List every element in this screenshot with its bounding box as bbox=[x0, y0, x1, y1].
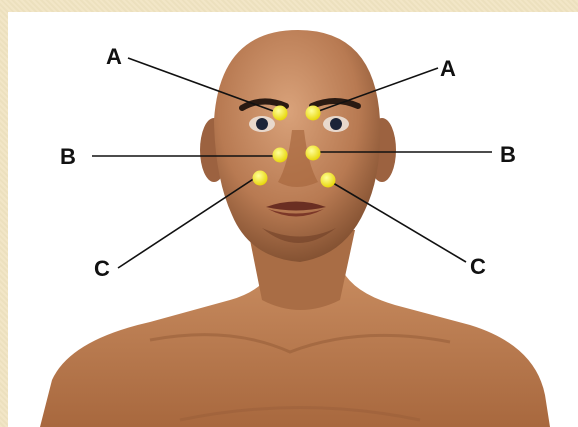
label-a-right: A bbox=[440, 56, 456, 81]
point-c-right bbox=[321, 173, 336, 188]
label-b-left: B bbox=[60, 144, 76, 169]
label-c-right: C bbox=[470, 254, 486, 279]
point-b-right bbox=[306, 146, 321, 161]
label-c-left: C bbox=[94, 256, 110, 281]
point-b-left bbox=[273, 148, 288, 163]
left-iris bbox=[256, 118, 268, 130]
point-c-left bbox=[253, 171, 268, 186]
label-b-right: B bbox=[500, 142, 516, 167]
point-a-right bbox=[306, 106, 321, 121]
point-a-left bbox=[273, 106, 288, 121]
label-a-left: A bbox=[106, 44, 122, 69]
right-iris bbox=[330, 118, 342, 130]
